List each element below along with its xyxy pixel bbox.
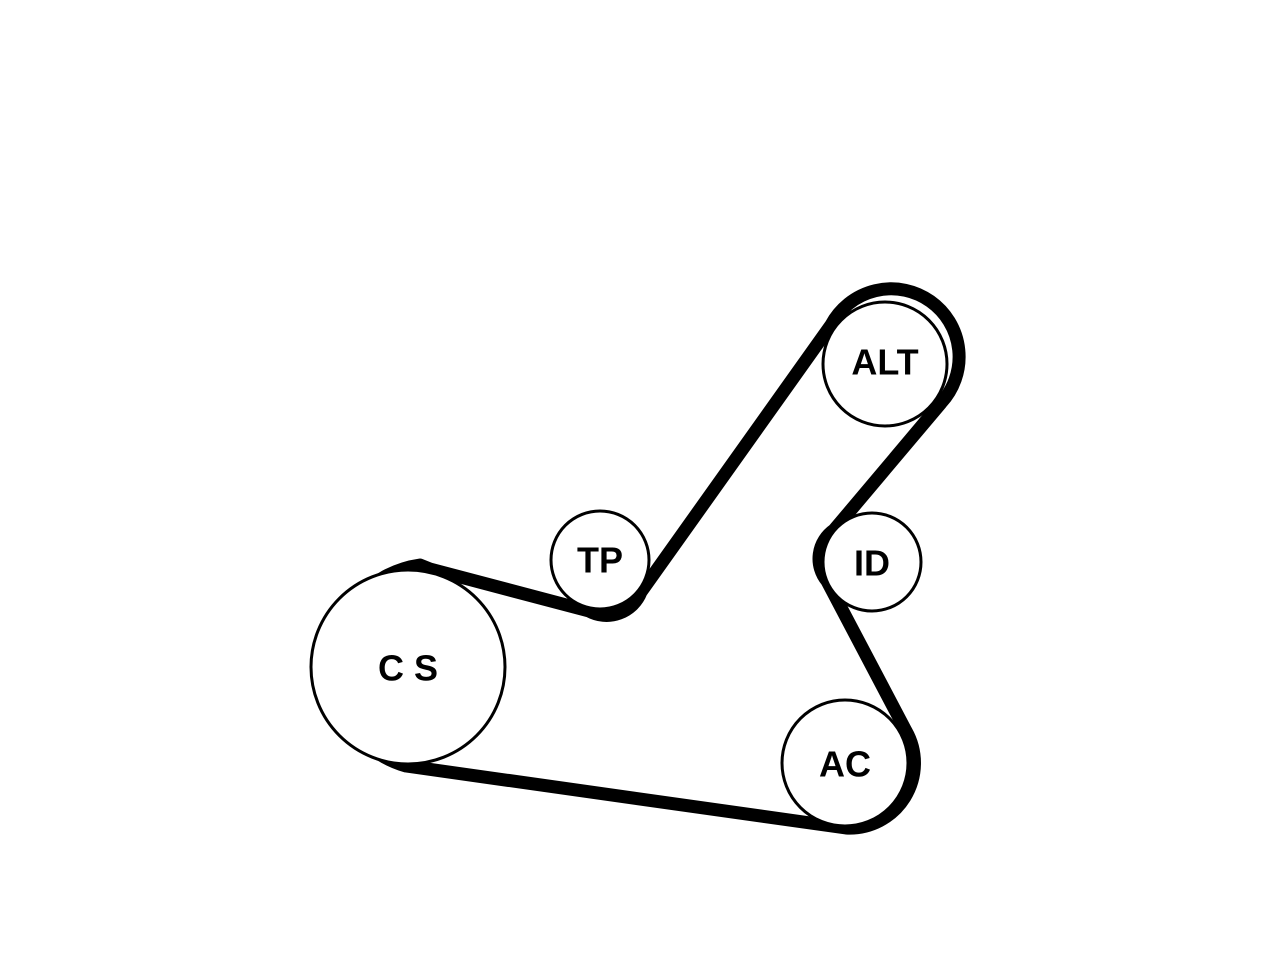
pulley-ac-label: AC [819,744,871,785]
pulley-id: ID [821,511,923,613]
pulley-tp-label: TP [577,540,623,581]
pulley-alt: ALT [821,300,949,428]
pulley-alt-circle [821,300,949,428]
pulley-tp: TP [549,509,651,611]
pulley-cs-label: C S [378,648,438,689]
pulley-ac-circle [780,698,910,828]
pulley-cs: C S [309,568,507,766]
pulley-alt-label: ALT [851,342,918,383]
pulley-id-circle [821,511,923,613]
pulley-id-label: ID [854,543,890,584]
pulley-cs-circle [309,568,507,766]
pulley-ac: AC [780,698,910,828]
pulley-tp-circle [549,509,651,611]
